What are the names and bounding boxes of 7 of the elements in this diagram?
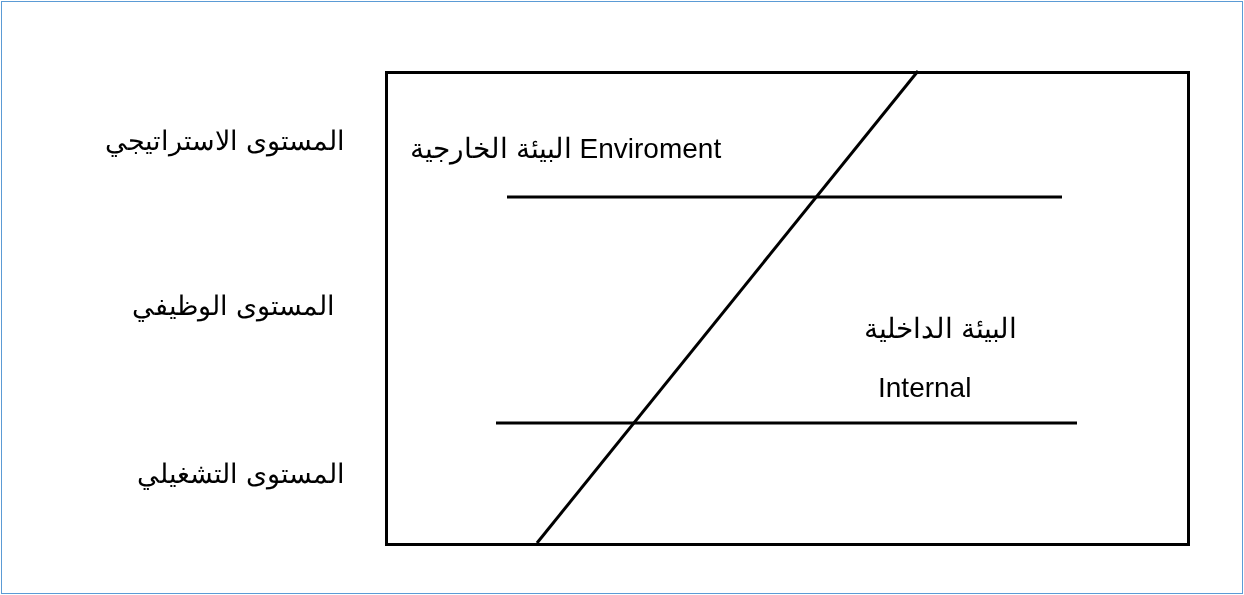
environment-label: Internal <box>878 372 972 404</box>
environment-label: البيئة الخارجية Enviroment <box>410 132 722 165</box>
level-label: المستوى الاستراتيجي <box>105 125 345 157</box>
level-label: المستوى التشغيلي <box>137 458 345 490</box>
environment-label: البيئة الداخلية <box>864 312 1017 345</box>
level-label: المستوى الوظيفي <box>132 290 335 322</box>
environment-box <box>385 71 1190 546</box>
